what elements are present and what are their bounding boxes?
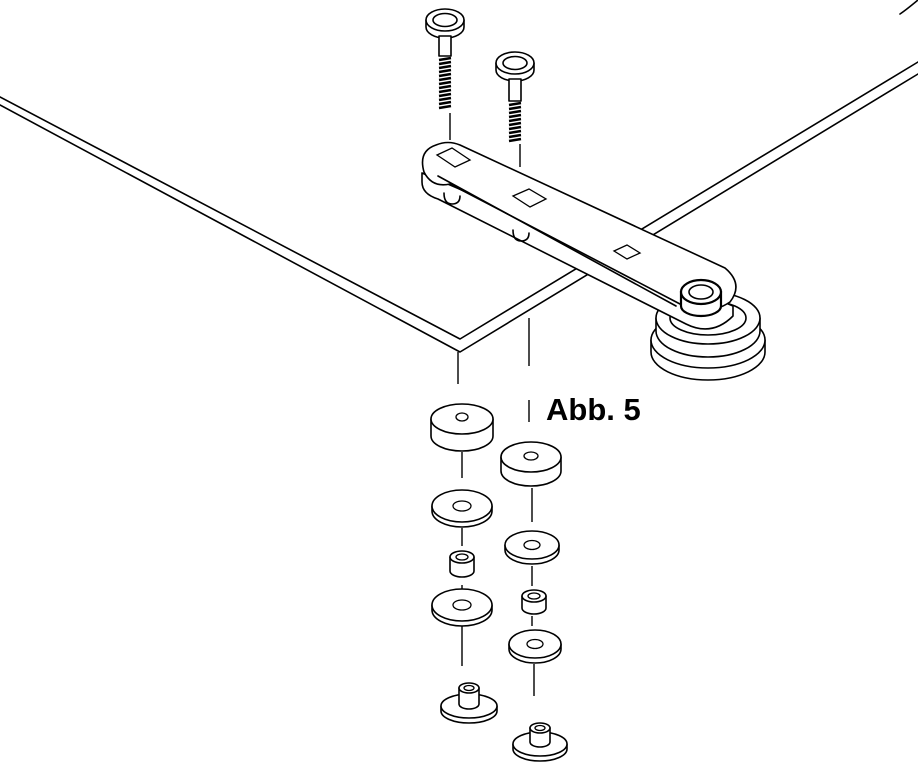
spacer-thick-right xyxy=(501,442,561,486)
bushing-right xyxy=(522,590,546,614)
foot-stud-right xyxy=(513,723,567,761)
washer-left-lower xyxy=(432,589,492,626)
link-arm xyxy=(422,143,736,329)
alignment-lines xyxy=(450,113,534,696)
screw-right xyxy=(496,52,534,141)
baseplate xyxy=(0,0,918,352)
foot-stud-left xyxy=(441,683,497,723)
bushing-left xyxy=(450,551,474,577)
under-arm-pins xyxy=(444,193,529,241)
washer-left-upper xyxy=(432,490,492,527)
washer-right-upper xyxy=(505,531,559,564)
spacer-thick-left xyxy=(431,404,493,451)
figure-label: Abb. 5 xyxy=(546,392,641,427)
screw-left xyxy=(426,9,464,108)
washer-right-lower xyxy=(509,630,561,663)
